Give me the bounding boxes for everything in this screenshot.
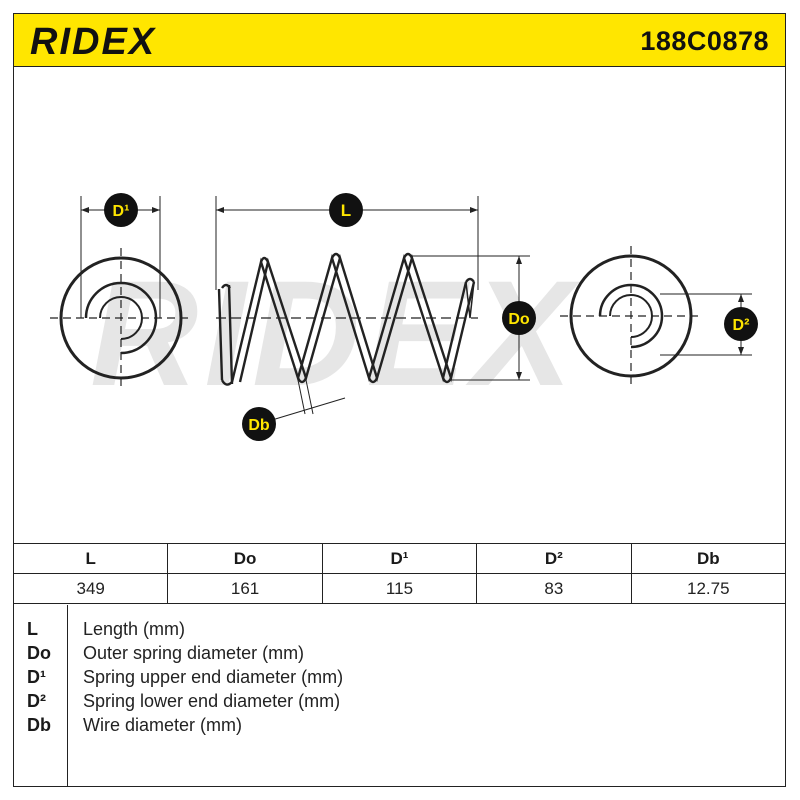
badge-db: Db <box>242 407 276 441</box>
legend-divider <box>67 605 68 787</box>
svg-text:D¹: D¹ <box>113 203 130 220</box>
spec-value-d2: 83 <box>476 573 632 604</box>
part-number: 188C0878 <box>640 26 769 56</box>
spec-table: L Do D¹ D² Db 349 161 115 83 12.75 <box>12 543 787 604</box>
legend-item: D² Spring lower end diameter (mm) <box>13 691 786 715</box>
spec-header-row: L Do D¹ D² Db <box>12 543 787 574</box>
svg-text:Do: Do <box>508 311 530 328</box>
spec-value-row: 349 161 115 83 12.75 <box>12 573 787 604</box>
spec-value-do: 161 <box>167 573 323 604</box>
legend-description: Length (mm) <box>83 619 186 639</box>
spec-header-d2: D² <box>476 543 632 574</box>
svg-text:L: L <box>341 201 351 220</box>
wire-diameter-dimension <box>271 379 346 421</box>
watermark-text: RIDEX <box>90 249 580 417</box>
spec-header-d1: D¹ <box>321 543 478 574</box>
legend-description: Outer spring diameter (mm) <box>83 643 305 663</box>
legend-item: D¹ Spring upper end diameter (mm) <box>13 667 786 691</box>
legend-item: L Length (mm) <box>13 619 786 643</box>
legend-symbol: D² <box>27 691 46 711</box>
svg-text:Db: Db <box>248 417 270 434</box>
legend-symbol: L <box>27 619 38 639</box>
legend-symbol: Db <box>27 715 51 735</box>
badge-d1: D¹ <box>104 193 138 227</box>
spec-value-d1: 115 <box>321 573 478 604</box>
spring-drawing: RIDEX <box>50 193 758 441</box>
legend-symbol: Do <box>27 643 51 663</box>
spec-value-db: 12.75 <box>630 573 787 604</box>
spec-header-db: Db <box>630 543 787 574</box>
legend-item: Do Outer spring diameter (mm) <box>13 643 786 667</box>
lower-end-view <box>560 246 752 388</box>
legend: L Length (mm) Do Outer spring diameter (… <box>13 605 786 787</box>
badge-do: Do <box>502 301 536 335</box>
spec-header-do: Do <box>167 543 323 574</box>
badge-d2: D² <box>724 307 758 341</box>
legend-description: Spring upper end diameter (mm) <box>83 667 344 687</box>
legend-symbol: D¹ <box>27 667 46 687</box>
spec-header-l: L <box>12 543 169 574</box>
legend-description: Wire diameter (mm) <box>83 715 243 735</box>
legend-item: Db Wire diameter (mm) <box>13 715 786 739</box>
ridex-logo: RIDEX <box>28 20 218 67</box>
spring-side-view <box>216 252 478 386</box>
legend-description: Spring lower end diameter (mm) <box>83 691 341 711</box>
header-bar: RIDEX 188C0878 <box>13 13 786 67</box>
svg-text:RIDEX: RIDEX <box>30 21 157 62</box>
svg-text:D²: D² <box>733 317 750 334</box>
badge-l: L <box>329 193 363 227</box>
spec-value-l: 349 <box>12 573 169 604</box>
